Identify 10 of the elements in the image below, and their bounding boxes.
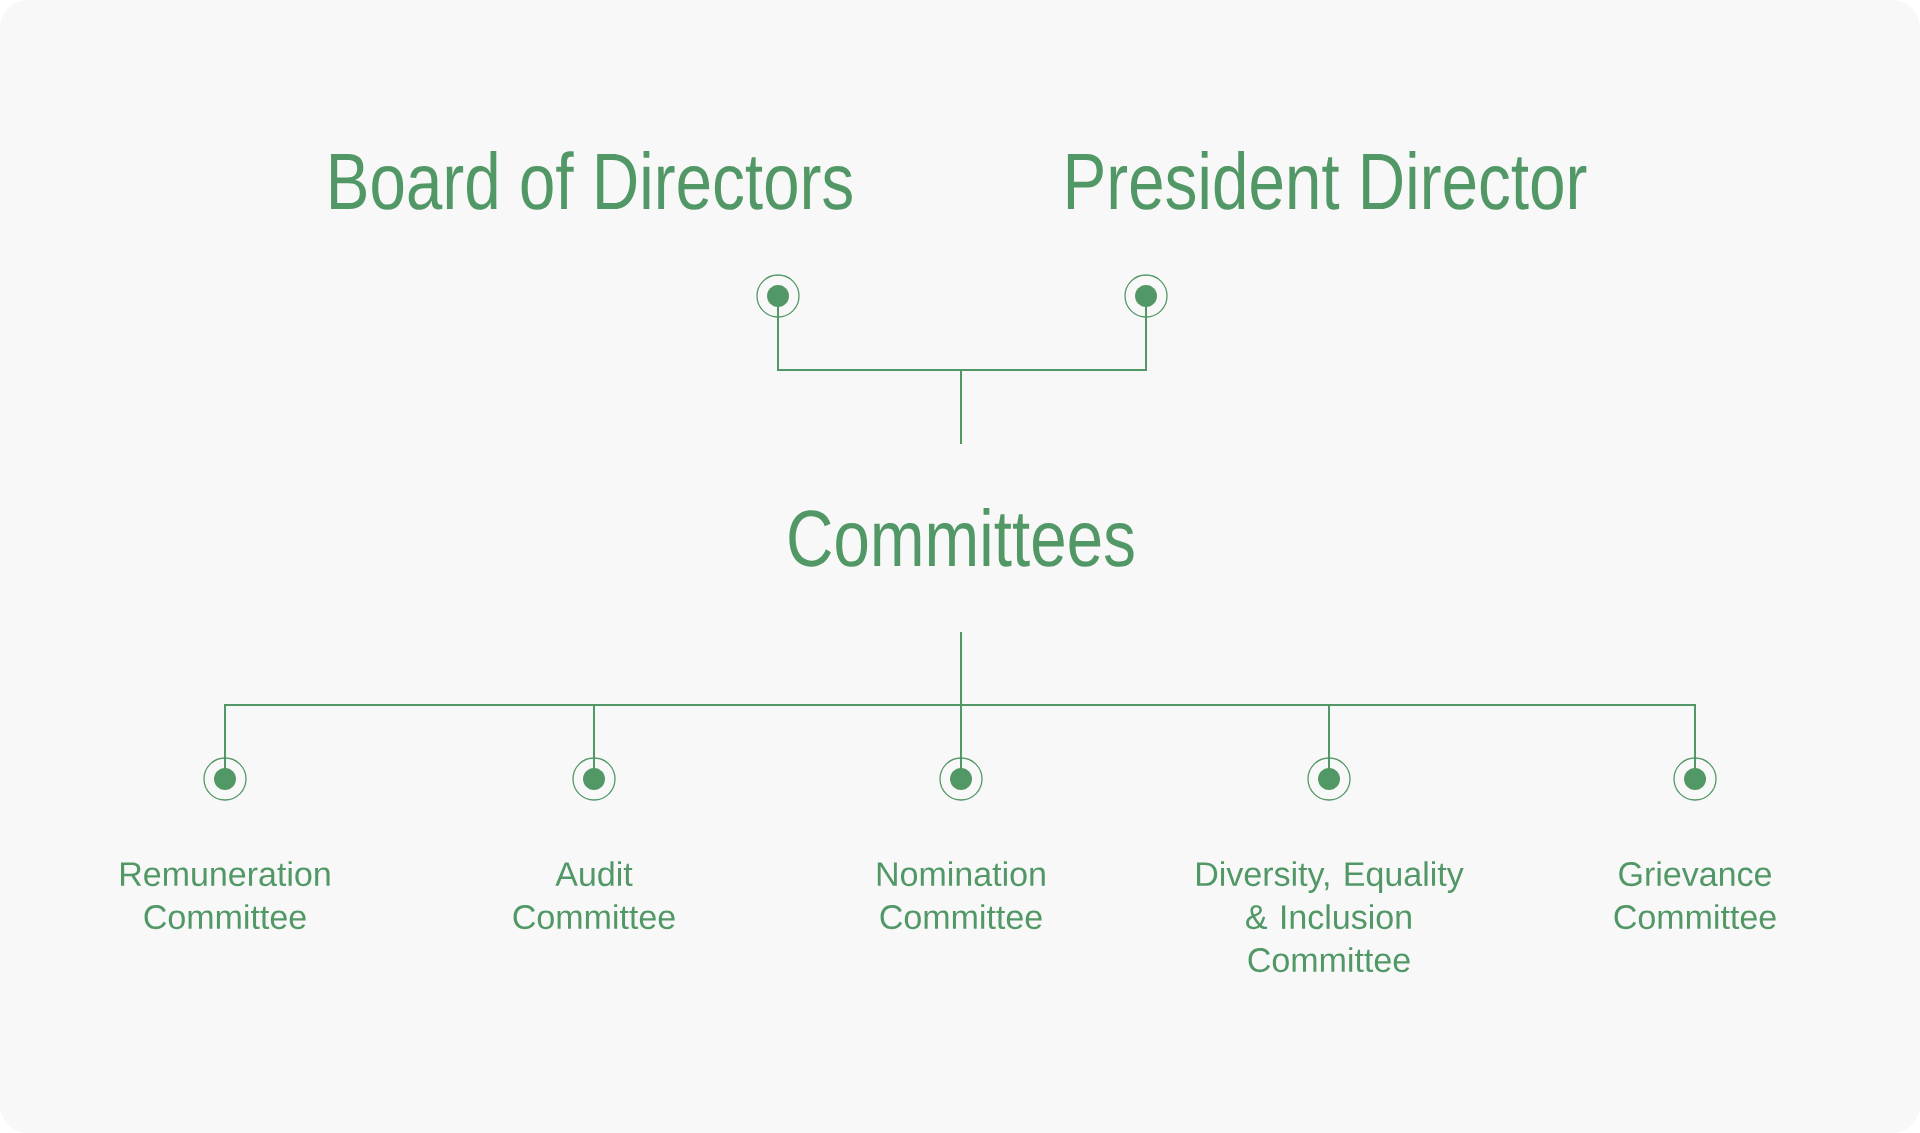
connector-line [960,274,1168,445]
label-text: Audit Committee [513,861,675,930]
label-text: Grievance Committee [1614,861,1776,930]
heading-text: President Director [1067,151,1587,210]
label-text: Nomination Committee [877,861,1045,930]
heading-text: Committees [789,508,1134,567]
connector-line [960,631,1717,801]
label-text: Remuneration Committee [121,861,330,930]
label-text: Diversity, Equality & Inclusion Committee [1197,861,1464,973]
heading-text: Board of Directors [331,151,852,210]
